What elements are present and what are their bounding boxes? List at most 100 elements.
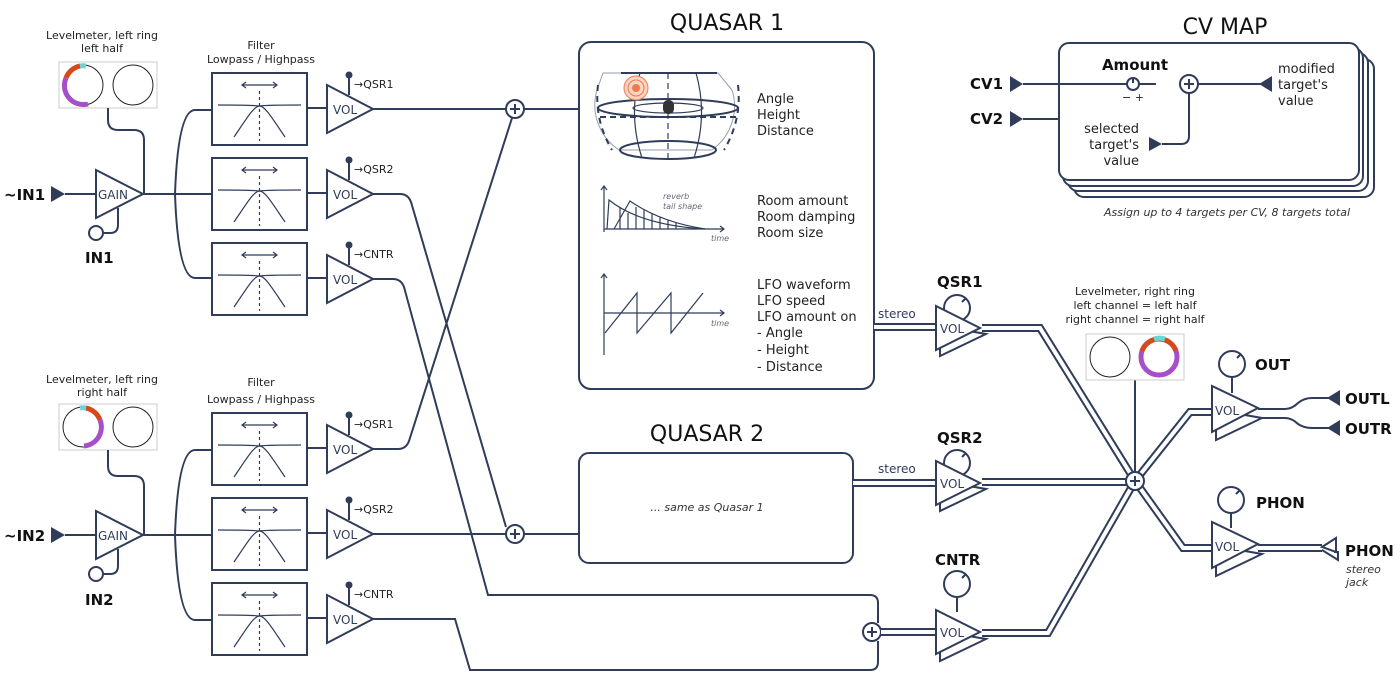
quasar2-title: QUASAR 2 bbox=[650, 422, 764, 447]
phon-jack-icon[interactable] bbox=[1319, 536, 1337, 554]
filter-block[interactable] bbox=[211, 412, 308, 486]
selected-target-label: target's bbox=[1089, 138, 1139, 153]
levelmeter-display bbox=[58, 61, 158, 109]
vol-amplifier[interactable]: VOL bbox=[326, 253, 376, 305]
filter-block[interactable] bbox=[211, 72, 308, 146]
cv-map-footnote: Assign up to 4 targets per CV, 8 targets… bbox=[1103, 206, 1350, 219]
filter-block[interactable] bbox=[211, 157, 308, 231]
reverb-label: tail shape bbox=[663, 202, 702, 211]
quasar1-title: QUASAR 1 bbox=[670, 11, 784, 36]
cv-map-block[interactable]: CV MAP CV1 CV2 Amount − + modified targe… bbox=[970, 15, 1375, 219]
send-dot-icon bbox=[345, 156, 353, 164]
filter-block[interactable] bbox=[211, 497, 308, 571]
param-label: LFO waveform bbox=[757, 278, 851, 293]
modified-target-icon bbox=[1259, 76, 1272, 92]
quasar1-block[interactable]: QUASAR 1 Angle Height Distance bbox=[578, 11, 875, 390]
routing-lines bbox=[373, 108, 879, 671]
levelmeter-caption: Levelmeter, left ring bbox=[46, 373, 158, 386]
input-jack-icon[interactable] bbox=[51, 186, 65, 202]
cv2-jack-icon[interactable] bbox=[1010, 111, 1023, 127]
time-label: time bbox=[711, 319, 729, 328]
qsr1-vol-amplifier[interactable]: VOL bbox=[935, 304, 990, 358]
gain-amplifier[interactable]: GAIN bbox=[95, 509, 146, 561]
levelmeter-display bbox=[58, 403, 158, 451]
filter-block[interactable] bbox=[211, 242, 308, 316]
out-vol-amplifier[interactable]: VOL bbox=[1211, 384, 1266, 442]
input-2-section: Levelmeter, left ring right half ~IN2 GA… bbox=[4, 373, 394, 656]
qsr2-vol-amplifier[interactable]: VOL bbox=[935, 459, 990, 513]
meter-segment-purple bbox=[61, 77, 89, 108]
vol-amplifier[interactable]: VOL bbox=[326, 83, 376, 135]
vol-amplifier[interactable]: VOL bbox=[326, 168, 376, 220]
selected-target-label: selected bbox=[1084, 122, 1139, 137]
send-dot-icon bbox=[345, 581, 353, 589]
meter-segment-purple bbox=[83, 419, 104, 449]
cv1-jack-icon[interactable] bbox=[1010, 76, 1023, 92]
gain-knob-label: IN2 bbox=[85, 591, 114, 609]
vol-label: VOL bbox=[333, 103, 357, 117]
input-jack-icon[interactable] bbox=[51, 527, 65, 543]
filter-caption: Filter bbox=[247, 39, 275, 52]
send-dot-icon bbox=[345, 496, 353, 504]
time-label: time bbox=[711, 234, 729, 243]
vol-amplifier[interactable]: VOL bbox=[326, 423, 376, 475]
route-label: →QSR1 bbox=[354, 78, 394, 91]
gain-knob-icon[interactable] bbox=[88, 225, 104, 241]
cv-sum-node bbox=[1179, 74, 1199, 94]
vol-amplifier[interactable]: VOL bbox=[326, 593, 376, 645]
quasar2-body: ... same as Quasar 1 bbox=[650, 501, 763, 514]
param-label: Room damping bbox=[757, 210, 855, 225]
outr-jack-icon[interactable] bbox=[1327, 420, 1340, 436]
param-label: LFO amount on bbox=[757, 310, 857, 325]
levelmeter-caption: left channel = left half bbox=[1073, 299, 1197, 312]
out-knob-label: OUT bbox=[1255, 356, 1291, 374]
vol-amplifier[interactable]: VOL bbox=[326, 508, 376, 560]
send-dot-icon bbox=[345, 241, 353, 249]
vol-label: VOL bbox=[333, 613, 357, 627]
quasar2-block[interactable]: QUASAR 2 ... same as Quasar 1 bbox=[578, 422, 854, 564]
param-label: Room amount bbox=[757, 194, 848, 209]
cv1-jack-label: CV1 bbox=[970, 75, 1003, 93]
gain-knob-icon[interactable] bbox=[88, 566, 104, 582]
route-label: →CNTR bbox=[354, 248, 394, 261]
outl-jack-icon[interactable] bbox=[1327, 390, 1340, 406]
outr-jack-label: OUTR bbox=[1345, 420, 1392, 438]
route-label: →QSR2 bbox=[354, 163, 394, 176]
param-label: Room size bbox=[757, 226, 823, 241]
reverb-tail-icon: reverb tail shape time bbox=[600, 185, 729, 243]
phon-jack-note: stereo bbox=[1346, 563, 1381, 576]
amount-range: − + bbox=[1122, 91, 1144, 104]
levelmeter-caption: Levelmeter, right ring bbox=[1075, 285, 1195, 298]
stereo-label: stereo bbox=[878, 462, 916, 476]
vol-label: VOL bbox=[333, 273, 357, 287]
qsr1-knob-label: QSR1 bbox=[937, 273, 983, 291]
send-dot-icon bbox=[345, 71, 353, 79]
route-label: →QSR2 bbox=[354, 503, 394, 516]
vol-label: VOL bbox=[333, 188, 357, 202]
gain-amplifier[interactable]: GAIN bbox=[95, 168, 146, 220]
outl-jack-label: OUTL bbox=[1345, 390, 1390, 408]
filter-caption: Filter bbox=[247, 376, 275, 389]
gain-label: GAIN bbox=[98, 529, 128, 543]
phon-vol-amplifier[interactable]: VOL bbox=[1211, 520, 1266, 578]
filter-caption: Lowpass / Highpass bbox=[207, 53, 315, 66]
vol-label: VOL bbox=[940, 626, 964, 640]
modified-target-label: modified bbox=[1278, 62, 1335, 77]
vol-label: VOL bbox=[940, 477, 964, 491]
spatial-sphere-icon bbox=[594, 72, 740, 160]
filter-block[interactable] bbox=[211, 582, 308, 656]
cv-map-title: CV MAP bbox=[1183, 15, 1268, 40]
gain-knob-label: IN1 bbox=[85, 249, 114, 267]
vol-label: VOL bbox=[1215, 540, 1239, 554]
param-label: LFO speed bbox=[757, 294, 825, 309]
send-dot-icon bbox=[345, 411, 353, 419]
master-sum-node bbox=[1125, 471, 1145, 491]
param-label: Height bbox=[757, 108, 800, 123]
cntr-vol-amplifier[interactable]: VOL bbox=[935, 608, 990, 663]
sum-node-center bbox=[862, 622, 882, 642]
phon-jack-label: PHON bbox=[1345, 542, 1394, 560]
input-jack-label: ~IN2 bbox=[4, 527, 45, 545]
input-1-section: Levelmeter, left ring left half ~IN1 GAI… bbox=[4, 29, 394, 316]
param-label: Distance bbox=[757, 124, 814, 139]
qsr2-knob-label: QSR2 bbox=[937, 429, 983, 447]
